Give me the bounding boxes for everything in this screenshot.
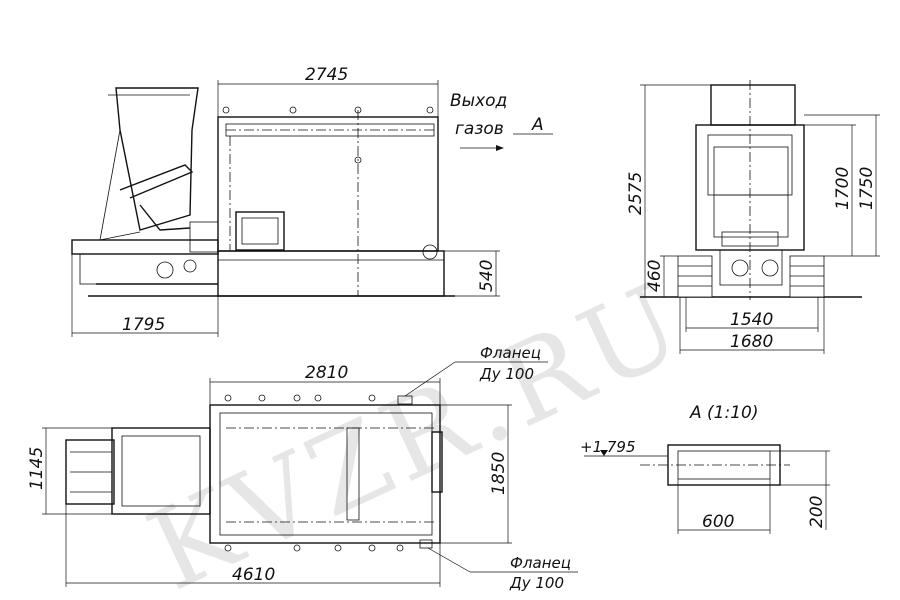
detail-height: 200 [807, 496, 827, 528]
detail-width: 600 [702, 512, 734, 532]
detail-elevation: +1,795 [580, 438, 636, 456]
dim-side-w1: 1540 [730, 310, 773, 330]
detail-a: А (1:10) +1,795 600 200 [580, 403, 830, 534]
exit-label-2: газов [455, 119, 504, 139]
flange-top-label-1: Фланец [480, 344, 541, 362]
dim-side-w2: 1680 [730, 332, 773, 352]
dim-top-h-right: 1850 [489, 452, 509, 495]
watermark-text: KVZR.RU [130, 257, 704, 600]
dim-front-height: 540 [477, 260, 497, 292]
dim-top-width: 2810 [305, 363, 348, 383]
dim-top-h-left: 1145 [27, 447, 47, 490]
top-view: 2810 4610 1145 1850 Фланец Ду 100 Фланец… [27, 344, 578, 592]
view-marker: А [531, 115, 544, 135]
dim-front-width: 2745 [305, 65, 348, 85]
dim-side-total: 2575 [626, 172, 646, 215]
flange-top-label-2: Ду 100 [479, 365, 534, 383]
detail-title: А (1:10) [689, 403, 758, 423]
exit-label-1: Выход [450, 91, 507, 111]
dim-side-h2: 1750 [857, 167, 877, 210]
flange-bottom-label-2: Ду 100 [509, 574, 564, 592]
dim-top-total: 4610 [232, 565, 275, 585]
dim-side-h1: 1700 [833, 167, 853, 210]
front-view: 2745 1795 540 Выход газов А [71, 65, 553, 337]
dim-side-base: 460 [645, 260, 665, 292]
flange-bottom-label-1: Фланец [510, 554, 571, 572]
side-view: 2575 460 1700 1750 1540 1680 [626, 80, 880, 354]
dim-front-base: 1795 [122, 315, 165, 335]
